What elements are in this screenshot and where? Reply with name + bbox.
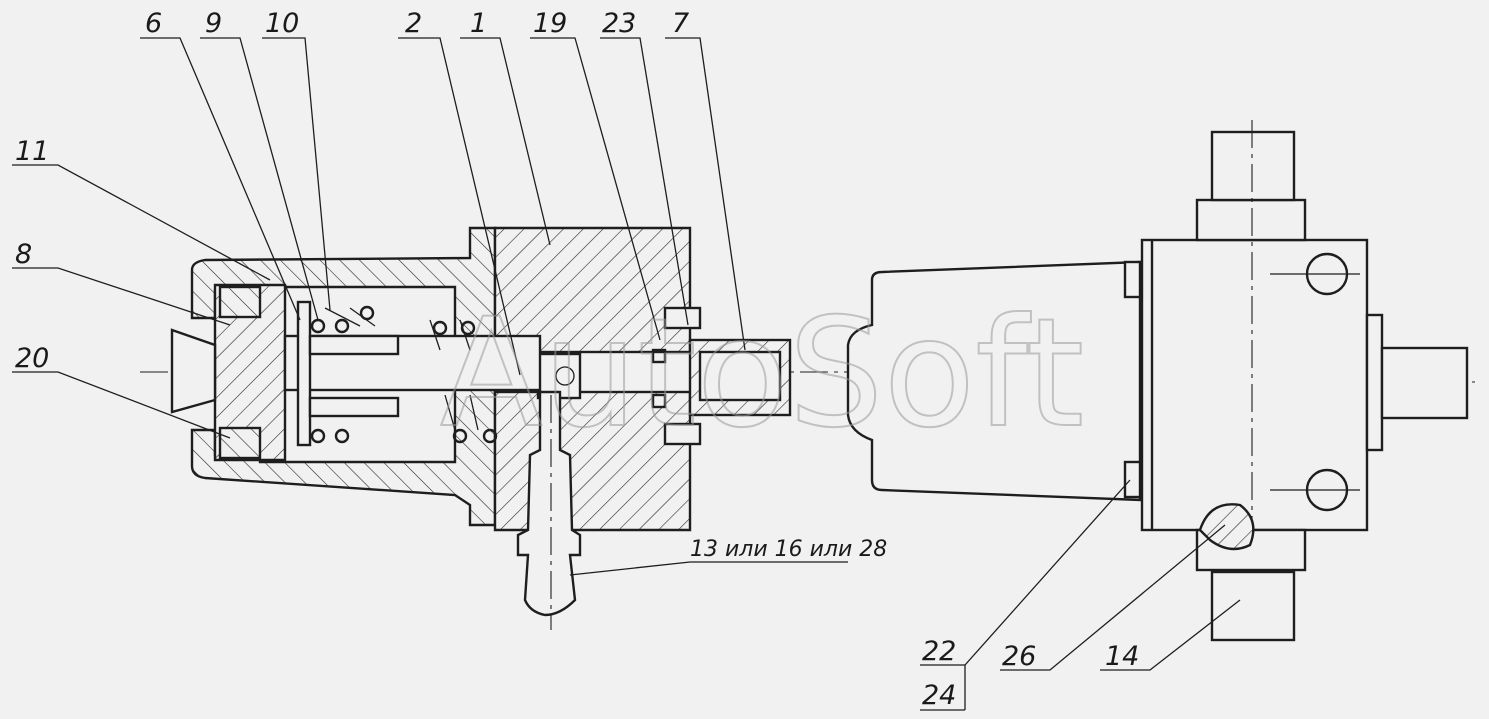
- seal-lower-20: [218, 426, 262, 460]
- callout-14: 14: [1105, 641, 1139, 672]
- callout-19: 19: [533, 8, 567, 39]
- callout-23: 23: [602, 8, 636, 39]
- oring-19-upper: [651, 348, 667, 364]
- tapered-body: [846, 260, 1142, 502]
- callout-8: 8: [15, 239, 32, 270]
- callout-24: 24: [922, 680, 956, 711]
- leader-lines: [12, 37, 1241, 711]
- callout-22: 22: [922, 636, 956, 667]
- piston-8: [213, 283, 287, 462]
- callout-13: 13 или 16 или 28: [690, 537, 887, 562]
- ball-valve: [555, 366, 575, 386]
- callout-20: 20: [15, 343, 49, 374]
- external-view: [846, 120, 1475, 642]
- callout-1: 1: [470, 8, 487, 39]
- callout-labels: 6 9 10 2 1 19 23 7 11 8 20 13 или 16 или…: [15, 8, 1139, 711]
- top-fitting: [1210, 130, 1296, 202]
- piston-rod-end: [170, 328, 217, 414]
- sectional-view: [140, 226, 890, 630]
- sleeve-upper: [308, 334, 400, 356]
- seal-upper-20: [218, 285, 262, 319]
- right-shaft: [1380, 346, 1469, 420]
- top-flange: [1195, 198, 1307, 242]
- callout-2: 2: [405, 8, 422, 39]
- cutaway-26: [1198, 503, 1255, 551]
- screw-22-upper: [1123, 260, 1142, 299]
- fitting-13: [516, 390, 582, 617]
- spring-plate-9: [296, 300, 312, 447]
- nipple-bore: [698, 350, 782, 402]
- callout-11: 11: [15, 136, 49, 167]
- callout-10: 10: [265, 8, 299, 39]
- main-block: [1140, 238, 1369, 532]
- callout-26: 26: [1002, 641, 1036, 672]
- watermark: AutoSoft: [440, 287, 1084, 461]
- callout-6: 6: [145, 8, 162, 39]
- callout-7: 7: [672, 8, 689, 39]
- oring-19-lower: [651, 393, 667, 409]
- callout-9: 9: [205, 8, 222, 39]
- right-flange: [1365, 313, 1384, 452]
- screw-22-lower: [1123, 460, 1142, 499]
- sleeve-lower: [308, 396, 400, 418]
- spring-10: [310, 305, 498, 444]
- screw-23-lower: [663, 422, 702, 446]
- screw-23-upper: [663, 306, 702, 330]
- fitting-14: [1210, 570, 1296, 642]
